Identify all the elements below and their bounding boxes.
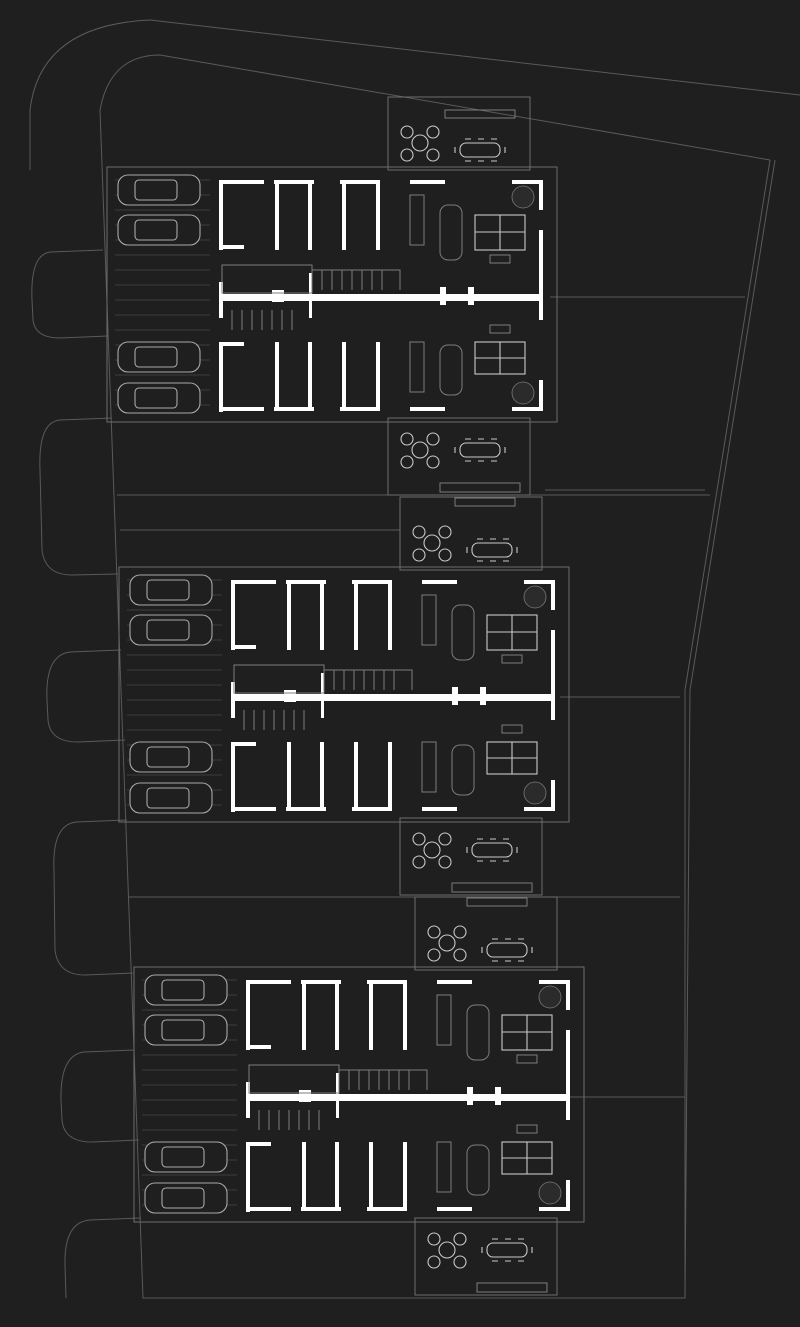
car-icon (117, 174, 201, 414)
building-block-2 (118, 496, 570, 907)
dining-table-icon (454, 138, 506, 462)
walls (219, 180, 543, 412)
fixtures (221, 194, 526, 396)
walls (246, 980, 570, 1212)
tree-icon (511, 185, 535, 405)
fixtures (233, 594, 538, 796)
fixtures (248, 994, 553, 1196)
tree-icon (523, 585, 547, 805)
building-block-1 (106, 96, 558, 507)
lounge-chairs-icon (400, 125, 440, 469)
walls (231, 580, 555, 812)
tree-icon (538, 985, 562, 1205)
site-boundary (29, 19, 800, 1299)
building-block-3 (133, 896, 585, 1296)
car-icon (144, 974, 228, 1214)
lounge-chairs-icon (412, 525, 452, 869)
dining-table-icon (481, 938, 533, 1262)
dining-table-icon (466, 538, 518, 862)
car-icon (129, 574, 213, 814)
lounge-chairs-icon (427, 925, 467, 1269)
